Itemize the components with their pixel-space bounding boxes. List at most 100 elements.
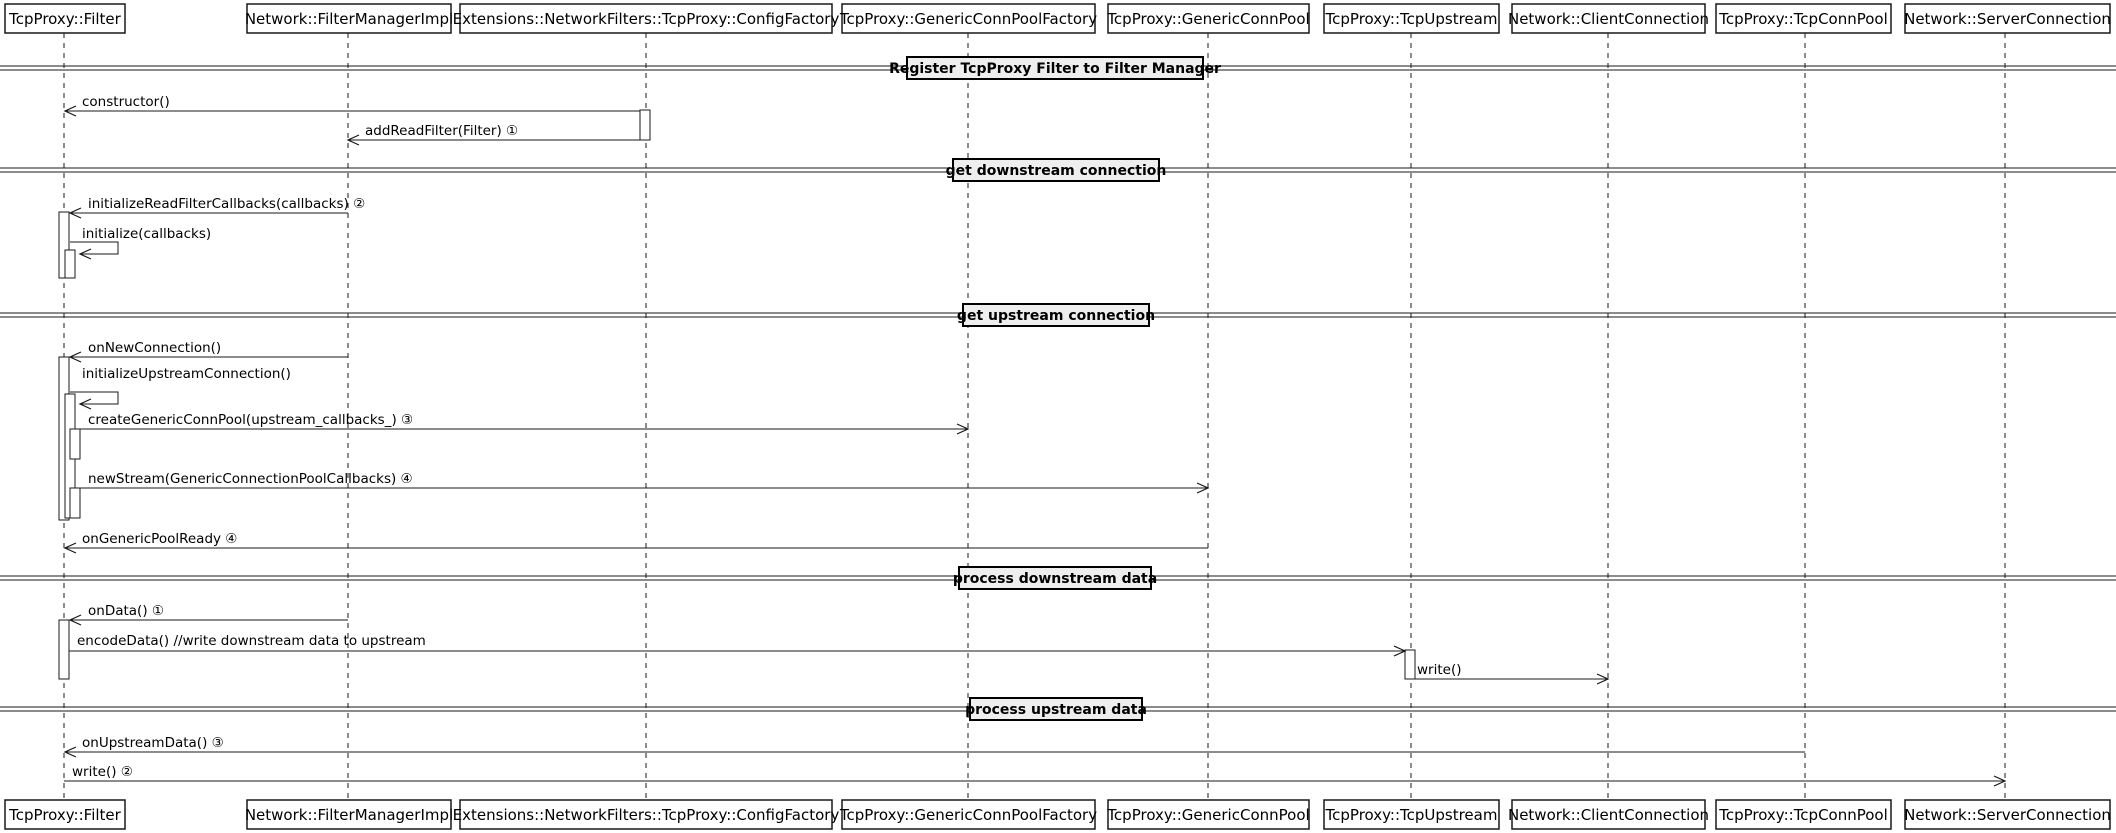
participant-top-8: Network::ServerConnection xyxy=(1904,3,2111,34)
participant-top-0: TcpProxy::Filter xyxy=(4,3,126,34)
participant-bottom-6: Network::ClientConnection xyxy=(1508,799,1709,830)
message-arrowhead xyxy=(1993,775,2007,787)
participant-bottom-2: Extensions::NetworkFilters::TcpProxy::Co… xyxy=(453,799,839,830)
participant-top-2: Extensions::NetworkFilters::TcpProxy::Co… xyxy=(453,3,840,34)
message-label: addReadFilter(Filter) ① xyxy=(365,123,518,139)
participant-top-label: Network::ServerConnection xyxy=(1904,10,2111,28)
participant-top-box xyxy=(1323,3,1500,34)
participant-bottom-8: Network::ServerConnection xyxy=(1904,799,2111,830)
participant-bottom-4: TcpProxy::GenericConnPool xyxy=(1106,799,1310,830)
message-label: newStream(GenericConnectionPoolCallbacks… xyxy=(88,471,413,487)
participant-bottom-label: TcpProxy::TcpConnPool xyxy=(1718,806,1888,824)
activation-1 xyxy=(58,211,70,279)
separator-1: get downstream connection xyxy=(0,158,2116,182)
activation-8 xyxy=(1404,649,1416,680)
message-label: initializeReadFilterCallbacks(callbacks)… xyxy=(88,196,365,212)
participant-bottom-label: TcpProxy::GenericConnPoolFactory xyxy=(839,806,1097,824)
participant-top-box xyxy=(1511,3,1706,34)
message-label: initialize(callbacks) xyxy=(82,226,211,242)
message-arrowhead xyxy=(68,614,82,626)
participant-bottom-box xyxy=(1323,799,1500,830)
participant-bottom-box xyxy=(246,799,452,830)
message-label: onData() ① xyxy=(88,603,164,619)
participant-bottom-label: TcpProxy::Filter xyxy=(8,806,121,824)
message-9: onData() ① xyxy=(68,603,348,626)
separator-4: process upstream data xyxy=(0,697,2116,721)
participant-top-4: TcpProxy::GenericConnPool xyxy=(1106,3,1310,34)
message-4: onNewConnection() xyxy=(68,340,348,363)
separator-2: get upstream connection xyxy=(0,303,2116,327)
message-arrowhead xyxy=(68,351,82,363)
participant-bottom-label: Network::ClientConnection xyxy=(1508,806,1709,824)
message-arrowhead xyxy=(1596,673,1610,685)
message-arrowhead xyxy=(956,423,970,435)
message-3: initialize(callbacks) xyxy=(70,226,211,260)
message-arrowhead xyxy=(346,134,360,146)
activation-7 xyxy=(58,619,70,680)
participant-top-box xyxy=(1715,3,1892,34)
participant-top-label: Extensions::NetworkFilters::TcpProxy::Co… xyxy=(453,10,840,28)
message-label: onUpstreamData() ③ xyxy=(82,735,224,751)
message-label: createGenericConnPool(upstream_callbacks… xyxy=(88,412,413,428)
activation-6 xyxy=(69,487,81,519)
message-5: initializeUpstreamConnection() xyxy=(70,366,291,410)
message-arrowhead xyxy=(63,105,77,117)
message-6: createGenericConnPool(upstream_callbacks… xyxy=(75,412,970,435)
activation-0 xyxy=(639,109,651,141)
message-label: onNewConnection() xyxy=(88,340,221,356)
message-arrowhead xyxy=(63,542,77,554)
participant-top-label: TcpProxy::TcpConnPool xyxy=(1718,10,1888,28)
participant-top-label: TcpProxy::TcpUpstream xyxy=(1325,10,1498,28)
participant-bottom-3: TcpProxy::GenericConnPoolFactory xyxy=(839,799,1097,830)
participant-top-box xyxy=(4,3,126,34)
participant-top-box xyxy=(1107,3,1310,34)
participant-bottom-label: Network::FilterManagerImpl xyxy=(245,806,453,824)
participant-bottom-box xyxy=(1107,799,1310,830)
participant-bottom-label: TcpProxy::GenericConnPool xyxy=(1106,806,1309,824)
message-line xyxy=(70,391,119,405)
separator-box xyxy=(962,303,1150,327)
separator-label: Register TcpProxy Filter to Filter Manag… xyxy=(889,61,1221,77)
separator-box xyxy=(969,697,1143,721)
participant-bottom-0: TcpProxy::Filter xyxy=(4,799,126,830)
separator-box xyxy=(952,158,1160,182)
participant-bottom-1: Network::FilterManagerImpl xyxy=(245,799,453,830)
separator-box xyxy=(906,56,1204,80)
message-arrowhead xyxy=(68,207,82,219)
participant-top-box xyxy=(841,3,1096,34)
participant-top-label: Network::FilterManagerImpl xyxy=(245,10,453,28)
message-2: initializeReadFilterCallbacks(callbacks)… xyxy=(68,196,365,219)
participant-top-label: TcpProxy::Filter xyxy=(8,10,121,28)
participant-top-label: TcpProxy::GenericConnPool xyxy=(1106,10,1309,28)
message-line xyxy=(70,241,119,255)
separator-label: get upstream connection xyxy=(957,308,1155,324)
participant-bottom-7: TcpProxy::TcpConnPool xyxy=(1715,799,1892,830)
message-label: onGenericPoolReady ④ xyxy=(82,531,237,547)
message-label: initializeUpstreamConnection() xyxy=(82,366,291,382)
participant-bottom-box xyxy=(1511,799,1706,830)
participant-bottom-box xyxy=(4,799,126,830)
separator-box xyxy=(958,566,1152,590)
separator-label: get downstream connection xyxy=(946,163,1167,179)
message-arrowhead xyxy=(1196,482,1210,494)
participant-top-box xyxy=(1904,3,2111,34)
message-arrowhead xyxy=(63,746,77,758)
activation-2 xyxy=(64,249,76,279)
separator-label: process downstream data xyxy=(953,571,1157,587)
participant-bottom-5: TcpProxy::TcpUpstream xyxy=(1323,799,1500,830)
message-8: onGenericPoolReady ④ xyxy=(63,531,1208,554)
message-13: write() ② xyxy=(64,764,2007,787)
message-10: encodeData() //write downstream data to … xyxy=(69,633,1407,657)
separator-3: process downstream data xyxy=(0,566,2116,590)
message-label: write() ② xyxy=(72,764,133,780)
message-7: newStream(GenericConnectionPoolCallbacks… xyxy=(75,471,1210,494)
separator-0: Register TcpProxy Filter to Filter Manag… xyxy=(0,56,2116,80)
message-arrowhead xyxy=(78,398,92,410)
message-label: constructor() xyxy=(82,94,170,110)
message-1: addReadFilter(Filter) ① xyxy=(346,123,640,146)
participant-top-box xyxy=(459,3,833,34)
participant-bottom-label: Network::ServerConnection xyxy=(1904,806,2111,824)
participant-bottom-box xyxy=(459,799,833,830)
